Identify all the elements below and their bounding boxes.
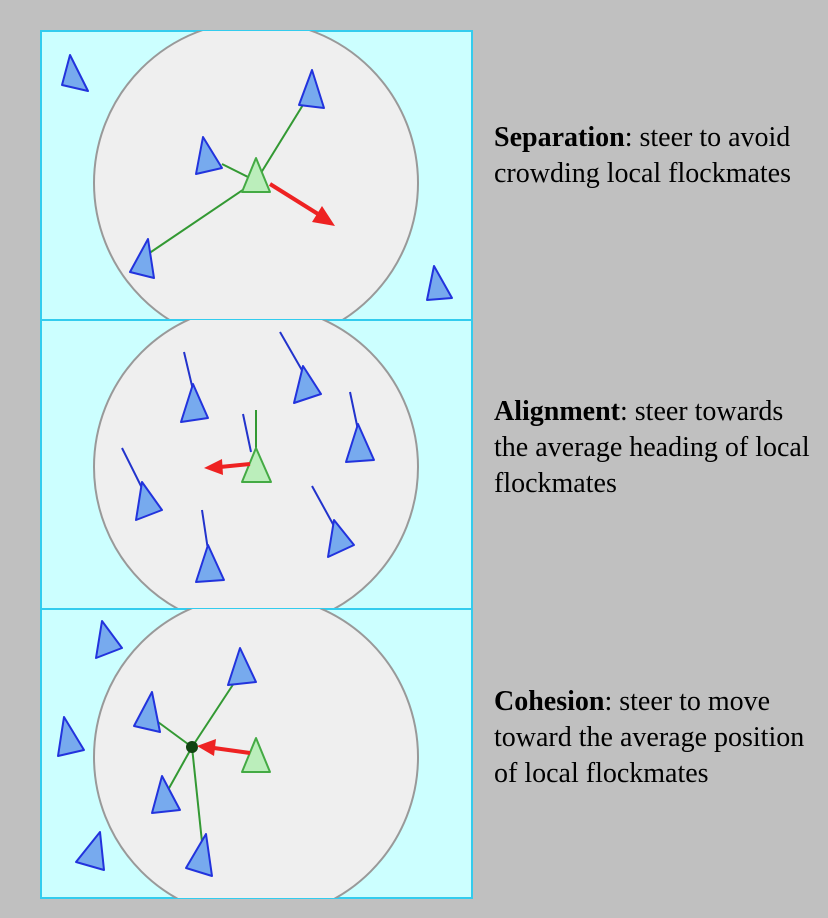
- boid-icon: [195, 544, 225, 583]
- alignment-term: Alignment: [494, 396, 620, 427]
- cohesion-term: Cohesion: [494, 686, 605, 717]
- alignment-description: : steer towards the average heading of l…: [494, 396, 810, 499]
- separation-steer-arrow: [268, 182, 335, 226]
- alignment-panel: [40, 319, 473, 610]
- boid-icon: [129, 238, 155, 279]
- cohesion-link: [167, 746, 193, 791]
- separation-caption: Separation: steer to avoid crowding loca…: [494, 120, 814, 192]
- cohesion-link: [157, 721, 193, 748]
- boid-icon: [426, 265, 453, 301]
- separation-link: [255, 99, 307, 182]
- boid-icon: [133, 691, 161, 733]
- cohesion-links: [157, 679, 237, 843]
- boid-icon: [298, 69, 325, 109]
- boid-icon: [151, 775, 181, 814]
- centroid-dot: [186, 741, 198, 753]
- boid-icon: [345, 423, 375, 463]
- separation-term: Separation: [494, 122, 625, 153]
- boid-icon: [135, 481, 163, 521]
- boid-icon: [327, 519, 355, 558]
- cohesion-link: [191, 679, 237, 748]
- boid-icon: [195, 136, 223, 175]
- alignment-caption: Alignment: steer towards the average hea…: [494, 394, 814, 502]
- cohesion-link: [191, 746, 203, 843]
- cohesion-steer-arrow: [197, 739, 251, 756]
- boid-icon: [61, 54, 89, 92]
- cohesion-panel: [40, 608, 473, 899]
- cohesion-description: : steer to move toward the average posit…: [494, 686, 805, 789]
- boid-icon: [293, 365, 322, 404]
- focal-boid-icon: [241, 157, 271, 193]
- boid-icon: [227, 647, 257, 686]
- focal-boid-icon: [241, 737, 271, 773]
- alignment-heading-lines: [121, 331, 359, 551]
- boid-icon: [95, 620, 123, 659]
- separation-description: : steer to avoid crowding local flockmat…: [494, 122, 792, 189]
- separation-link: [147, 180, 257, 255]
- cohesion-caption: Cohesion: steer to move toward the avera…: [494, 684, 814, 792]
- alignment-steer-arrow: [204, 459, 251, 475]
- boid-icon: [185, 833, 213, 877]
- boid-icon: [75, 831, 105, 871]
- separation-panel: [40, 30, 473, 321]
- boid-icon: [57, 716, 85, 757]
- boid-icon: [180, 383, 209, 423]
